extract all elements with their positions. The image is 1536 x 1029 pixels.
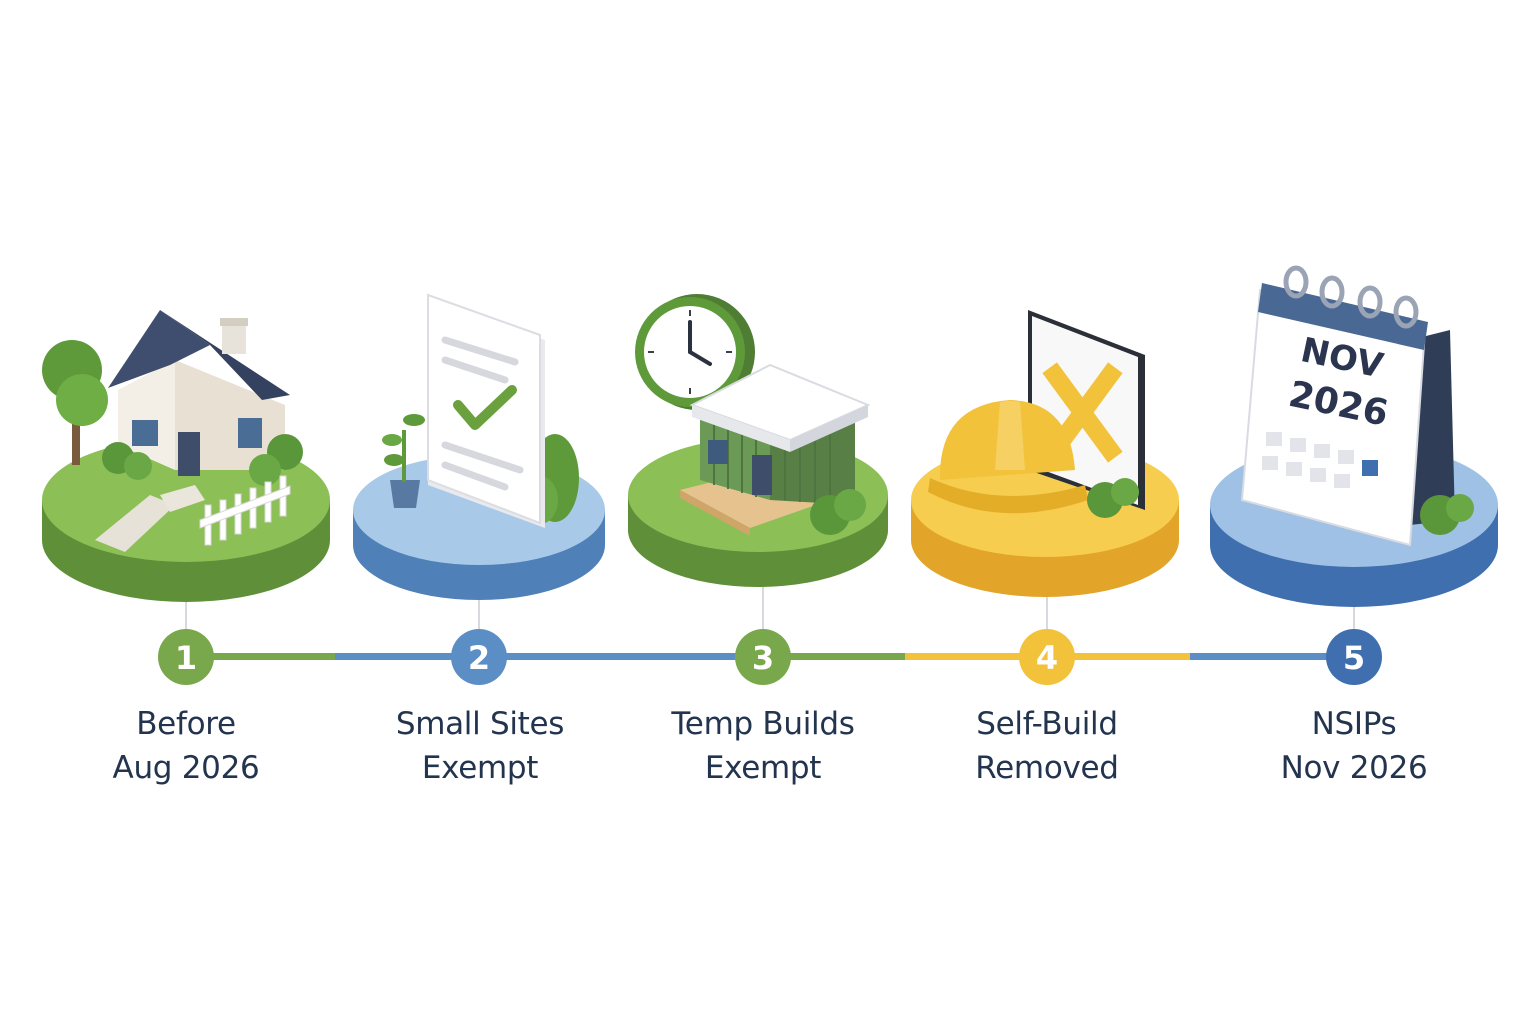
step-label-4-line1: Self-Build <box>976 706 1118 742</box>
step-marker-4 <box>1019 629 1075 685</box>
step-number-4: 4 <box>1036 639 1058 677</box>
step-label-1-line2: Aug 2026 <box>112 750 260 786</box>
step-label-5-line1: NSIPs <box>1311 706 1397 742</box>
platform-2 <box>353 293 605 600</box>
step-label-5: NSIPs Nov 2026 <box>1234 702 1474 790</box>
step-label-2-line1: Small Sites <box>395 706 565 742</box>
platform-4 <box>911 310 1179 597</box>
step-label-3-line1: Temp Builds <box>671 706 855 742</box>
step-label-3-line2: Exempt <box>704 750 822 786</box>
step-markers: 1 2 3 4 5 <box>158 629 1382 685</box>
approved-document-icon <box>382 293 579 528</box>
platform-1 <box>42 310 330 602</box>
step-label-4: Self-Build Removed <box>927 702 1167 790</box>
step-label-1-line1: Before <box>136 706 236 742</box>
step-number-3: 3 <box>752 639 774 677</box>
step-marker-2 <box>451 629 507 685</box>
step-marker-3 <box>735 629 791 685</box>
house-with-tree-icon <box>42 310 303 552</box>
timeline-connector <box>205 653 1330 660</box>
step-number-1: 1 <box>175 639 197 677</box>
step-number-2: 2 <box>468 639 490 677</box>
step-marker-1 <box>158 629 214 685</box>
step-label-2-line2: Exempt <box>421 750 539 786</box>
step-number-5: 5 <box>1343 639 1365 677</box>
platform-stems <box>185 585 1355 632</box>
step-label-5-line2: Nov 2026 <box>1280 750 1428 786</box>
step-label-2: Small Sites Exempt <box>360 702 600 790</box>
clock-and-cabin-icon <box>635 294 871 536</box>
platform-5: NOV 2026 <box>1210 265 1498 607</box>
step-label-4-line2: Removed <box>975 750 1119 786</box>
step-label-3: Temp Builds Exempt <box>643 702 883 790</box>
step-marker-5 <box>1326 629 1382 685</box>
calendar-icon: NOV 2026 <box>1240 265 1474 547</box>
step-label-1: Before Aug 2026 <box>66 702 306 790</box>
hard-hat-and-rejected-sign-icon <box>928 310 1145 518</box>
platform-3 <box>628 294 888 587</box>
